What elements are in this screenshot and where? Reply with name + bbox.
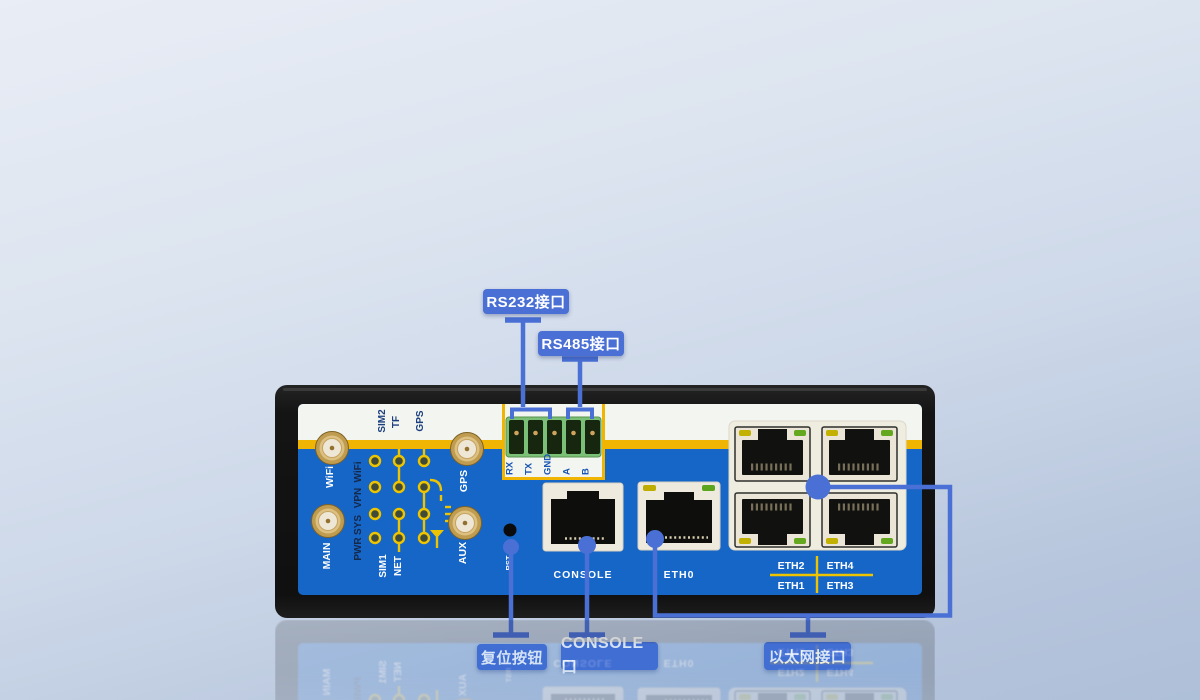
console-port: [542, 686, 624, 700]
led-linework: [397, 686, 439, 700]
led: [392, 454, 406, 468]
bottom-label-net: NET: [393, 556, 404, 576]
eth2-port: [734, 426, 811, 482]
strip-label-tf: TF: [391, 416, 402, 428]
device-graphic: RX TX GND A B: [275, 385, 935, 618]
router-device: RX TX GND A B: [275, 385, 935, 618]
eth1-label: ETH1: [778, 580, 805, 592]
led: [417, 693, 431, 700]
eth0-led-yellow: [643, 485, 656, 491]
led: [417, 531, 431, 545]
antenna-aux: [448, 506, 482, 540]
antenna-gps: [450, 432, 484, 466]
terminal-pin-openings: [509, 420, 600, 454]
callout-label-ethernet: 以太网接口: [764, 642, 851, 670]
terminal-pin: [509, 420, 524, 454]
eth0-led-green: [702, 485, 715, 491]
eth0-port-label: ETH0: [664, 569, 695, 581]
pin-label-tx: TX: [524, 462, 535, 475]
strip-label-gps: GPS: [415, 410, 426, 431]
eth0-port-label: ETH0: [664, 657, 695, 669]
callout-label-rs232: RS232接口: [483, 289, 569, 314]
callout-label-console: CONSOLE口: [561, 635, 658, 676]
console-port: [542, 482, 624, 552]
led: [368, 454, 382, 468]
led-label-sys: SYS: [353, 515, 364, 535]
led: [392, 480, 406, 494]
signal-antenna-icon: [430, 530, 444, 538]
terminal-block: [505, 416, 602, 458]
terminal-pin: [528, 420, 543, 454]
antenna-label-wifi: WiFi: [324, 466, 336, 488]
led: [392, 507, 406, 521]
led: [392, 693, 406, 700]
eth-port-grid: [728, 687, 907, 700]
antenna-label-main: MAIN: [321, 669, 333, 696]
bottom-label-net: NET: [393, 662, 404, 682]
eth1-port: [734, 492, 811, 548]
led-label-pwr: PWR: [353, 537, 364, 561]
led-label-wifi: WiFi: [353, 461, 364, 482]
eth3-port: [821, 690, 898, 700]
eth3-port: [821, 492, 898, 548]
terminal-panel-border: [502, 404, 605, 480]
antenna-label-main: MAIN: [321, 543, 333, 570]
pin-label-rx: RX: [505, 461, 516, 475]
eth4-label: ETH4: [827, 560, 854, 572]
callout-label-reset: 复位按钮: [477, 644, 547, 670]
led-label-pwr: PWR: [353, 677, 364, 700]
led: [368, 507, 382, 521]
antenna-label-gps: GPS: [458, 470, 470, 492]
terminal-pin: [566, 420, 581, 454]
led: [392, 531, 406, 545]
pin-label-b: B: [581, 468, 592, 475]
led-grid: [368, 693, 431, 700]
eth0-port: [637, 481, 721, 551]
frame-top-highlight: [283, 388, 927, 391]
terminal-pin: [547, 420, 562, 454]
eth0-port: [637, 687, 721, 700]
antenna-label-aux: AUX: [457, 542, 469, 564]
led: [368, 531, 382, 545]
led-label-vpn: VPN: [353, 488, 364, 509]
led: [417, 480, 431, 494]
eth1-port: [734, 690, 811, 700]
eth2-label: ETH2: [778, 560, 805, 572]
console-port-label: CONSOLE: [554, 569, 613, 581]
panel-yellow-stripe: [298, 440, 922, 449]
pin-label-a: A: [562, 468, 573, 475]
eth3-label: ETH3: [827, 580, 854, 592]
led: [417, 507, 431, 521]
led: [368, 693, 382, 700]
antenna-main: [311, 504, 345, 538]
eth-port-grid: [728, 420, 907, 551]
antenna-wifi: [315, 431, 349, 465]
led: [368, 480, 382, 494]
reset-rst-label: RST: [504, 555, 513, 570]
bottom-label-sim1: SIM1: [378, 554, 389, 578]
pin-label-gnd: GND: [543, 454, 554, 475]
terminal-pin: [585, 420, 600, 454]
reset-button-hole: [503, 523, 517, 537]
led: [417, 454, 431, 468]
strip-label-sim2: SIM2: [377, 409, 388, 433]
terminal-pin-screws: [514, 430, 595, 436]
eth4-port: [821, 426, 898, 482]
callout-label-rs485: RS485接口: [538, 331, 624, 356]
bottom-label-sim1: SIM1: [378, 660, 389, 684]
led-grid: [368, 454, 431, 545]
antenna-label-aux: AUX: [457, 674, 469, 696]
